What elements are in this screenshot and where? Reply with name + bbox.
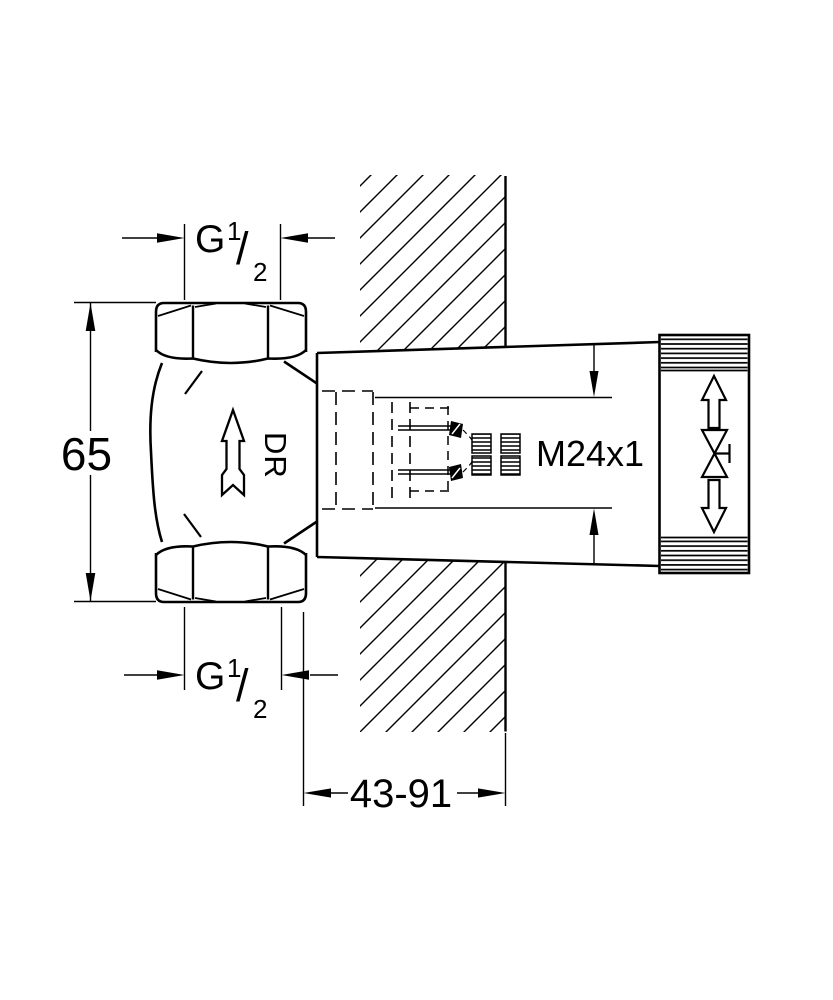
wall-hatch-lower <box>360 558 506 732</box>
dim-arrow-left <box>157 233 185 243</box>
dim-label-top-thread: G 1 / 2 <box>195 216 267 287</box>
coupling-cap-block <box>658 333 751 575</box>
knurl-band-edges <box>661 369 748 539</box>
extension-lines <box>302 612 507 806</box>
thread-diameter-reference-lines <box>375 396 612 509</box>
dim-arrow-down <box>589 371 599 397</box>
dim-label-bottom-thread: G 1 / 2 <box>195 653 267 724</box>
svg-text:G: G <box>195 218 225 261</box>
top-hex-nut <box>154 301 308 365</box>
svg-text:/: / <box>236 223 249 274</box>
dimension-top-thread: G 1 / 2 <box>122 216 335 300</box>
hidden-internal-lines <box>322 390 473 510</box>
dimension-spindle-thread: M24x1 <box>536 344 644 564</box>
dim-arrow-right <box>478 788 506 798</box>
dimension-bottom-thread: G 1 / 2 <box>124 607 338 724</box>
outlet-down-arrow-icon <box>700 478 728 535</box>
knurl-band-bottom <box>661 538 748 571</box>
spindle-thread-sections <box>471 433 521 476</box>
svg-text:2: 2 <box>253 257 267 287</box>
wall-hatch-upper <box>360 175 506 352</box>
spindle-seals <box>449 421 463 481</box>
svg-text:2: 2 <box>253 694 267 724</box>
valve-symbol-icon <box>700 428 731 479</box>
dim-arrow-left <box>303 788 331 798</box>
svg-text:1: 1 <box>227 216 241 246</box>
extension-lines <box>74 301 156 603</box>
dim-arrow-left <box>157 670 185 680</box>
label-backing <box>60 431 113 475</box>
svg-text:G: G <box>195 655 225 698</box>
bottom-hex-nut <box>154 540 308 604</box>
knurl-band-top <box>661 337 748 370</box>
dim-arrow-right <box>280 233 308 243</box>
svg-text:/: / <box>236 660 249 711</box>
extension-lines <box>183 224 282 300</box>
outlet-up-arrow-icon <box>700 373 728 430</box>
body-surface-ticks <box>183 370 203 538</box>
dimension-body-height: 65 <box>60 301 156 603</box>
flow-direction-arrow-icon <box>220 406 246 498</box>
dim-arrow-up <box>589 508 599 535</box>
dim-arrow-right <box>281 670 309 680</box>
dim-arrow-top <box>85 303 96 331</box>
dimension-installation-depth: 43-91 <box>302 612 507 816</box>
svg-text:1: 1 <box>227 653 241 683</box>
valve-body: DR <box>149 301 318 604</box>
cap-outline <box>658 333 751 575</box>
body-left-profile <box>149 362 164 543</box>
dim-label-body-height: 65 <box>61 428 112 480</box>
extension-lines <box>183 607 283 690</box>
flow-marking-label: DR <box>258 432 293 479</box>
dim-arrow-bottom <box>85 573 96 601</box>
body-spout-neck-lines <box>283 360 318 545</box>
dim-label-installation-depth: 43-91 <box>350 772 452 816</box>
wall-section <box>360 175 507 732</box>
dim-label-spindle-thread: M24x1 <box>536 433 644 474</box>
